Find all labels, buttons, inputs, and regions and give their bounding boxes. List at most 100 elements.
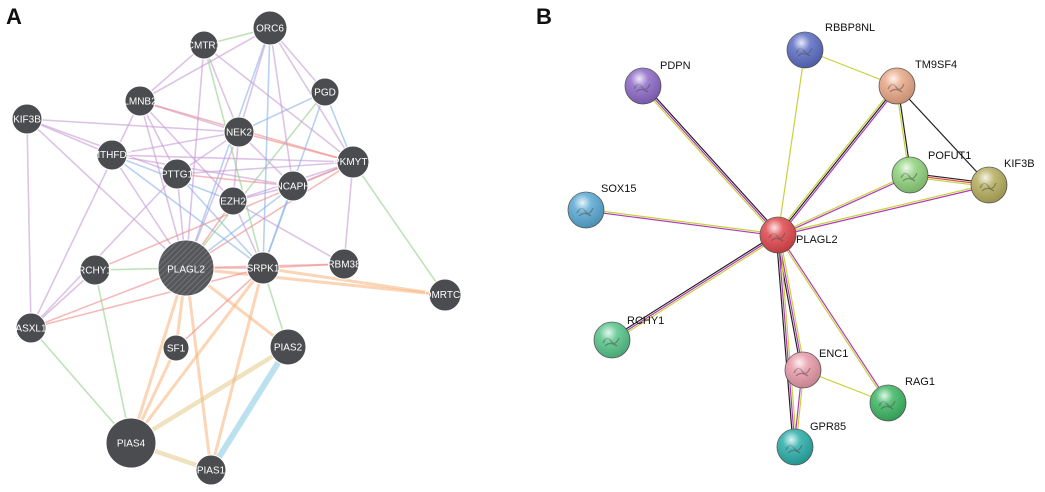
protein-node-gpr85[interactable]: GPR85 <box>776 421 846 466</box>
gene-node-ncaph[interactable]: NCAPH <box>275 170 311 202</box>
gene-node-rbm38[interactable]: RBM38 <box>327 248 361 280</box>
edge-pias1-pias2 <box>208 344 291 473</box>
protein-node-kif3b[interactable]: KIF3B <box>970 158 1035 204</box>
gene-node-label: LMNB2 <box>123 97 157 108</box>
protein-node-pdpn[interactable]: PDPN <box>624 60 691 105</box>
protein-node-gloss <box>777 429 813 465</box>
gene-node-label: EZH2 <box>220 197 246 208</box>
edge-plagl2-pkmyt1 <box>185 161 354 269</box>
edge-plagl2-pias1 <box>184 266 213 472</box>
gene-node-label: PGD <box>314 88 336 99</box>
gene-node-circle <box>246 251 280 285</box>
protein-node-enc1[interactable]: ENC1 <box>784 348 848 389</box>
panel-a-letter: A <box>6 4 22 29</box>
gene-node-asxl1[interactable]: ASXL1 <box>15 312 47 344</box>
protein-node-tm9sf4[interactable]: TM9SF4 <box>878 59 957 105</box>
gene-node-pias4[interactable]: PIAS4 <box>105 417 157 469</box>
gene-node-label: PTTG1 <box>161 170 194 181</box>
protein-node-plagl2[interactable]: PLAGL2 <box>759 216 838 254</box>
gene-node-kif3b[interactable]: KIF3B <box>11 103 43 135</box>
edge-kif3b-nek2 <box>26 118 240 133</box>
edge-pias4-srpk1 <box>129 266 265 445</box>
gene-node-lmnb2[interactable]: LMNB2 <box>123 85 157 117</box>
gene-node-cmtr1[interactable]: CMTR1 <box>187 30 222 60</box>
protein-node-label: PLAGL2 <box>796 234 838 246</box>
edge-nek2-cmtr1 <box>203 44 240 133</box>
gene-node-pkmyt1[interactable]: PKMYT1 <box>333 145 373 179</box>
gene-node-pias2[interactable]: PIAS2 <box>269 328 307 366</box>
protein-node-label: PDPN <box>660 60 691 72</box>
edge-lmnb2-ezh2 <box>139 100 234 202</box>
gene-node-circle <box>277 170 309 202</box>
gene-node-circle <box>428 278 462 312</box>
edge-evidence-line <box>896 85 990 186</box>
protein-node-gloss <box>760 217 796 253</box>
edge-mthfd2-srpk1 <box>111 154 264 269</box>
gene-node-sf1[interactable]: SF1 <box>162 334 190 362</box>
gene-node-circle <box>161 158 193 190</box>
protein-node-gloss <box>785 352 821 388</box>
edge-orc6-lmnb2 <box>139 27 271 102</box>
protein-node-pofut1[interactable]: POFUT1 <box>891 150 971 194</box>
gene-node-nek2[interactable]: NEK2 <box>223 116 255 148</box>
panel-b-letter: B <box>536 4 552 29</box>
edge-cmtr1-srpk1 <box>203 44 264 269</box>
edge-evidence-line <box>776 84 897 235</box>
gene-node-circle <box>223 116 255 148</box>
gene-node-ezh2[interactable]: EZH2 <box>218 186 248 216</box>
edge-evidence-line <box>779 234 806 370</box>
gene-node-rchy1[interactable]: RCHY1 <box>78 254 112 286</box>
protein-node-label: KIF3B <box>1004 158 1035 170</box>
gene-node-pias1[interactable]: PIAS1 <box>195 454 227 486</box>
protein-node-label: SOX15 <box>601 183 636 195</box>
gene-node-dmrtc2[interactable]: DMRTC2 <box>424 278 466 312</box>
gene-node-label: CMTR1 <box>187 41 222 52</box>
edge-mthfd2-pkmyt1 <box>111 154 354 163</box>
gene-node-orc6[interactable]: ORC6 <box>252 10 288 46</box>
edge-mthfd2-ncaph <box>111 154 294 187</box>
gene-node-circle <box>105 417 157 469</box>
protein-node-gloss <box>892 157 928 193</box>
gene-node-pttg1[interactable]: PTTG1 <box>161 158 194 190</box>
gene-node-circle <box>252 10 288 46</box>
gene-node-pgd[interactable]: PGD <box>310 77 340 107</box>
protein-node-rchy1[interactable]: RCHY1 <box>593 315 664 359</box>
protein-node-label: GPR85 <box>810 421 846 433</box>
edge-evidence-line <box>643 84 780 235</box>
edge-orc6-ncaph <box>269 27 294 187</box>
edge-plagl2-rbbp8nl <box>777 49 806 236</box>
gene-node-circle <box>189 30 219 60</box>
gene-node-label: PIAS4 <box>117 439 146 450</box>
edge-plagl2-kif3b <box>777 183 990 237</box>
protein-node-label: RBBP8NL <box>825 22 875 34</box>
protein-node-rbbp8nl[interactable]: RBBP8NL <box>786 22 875 69</box>
edge-evidence-line <box>778 234 890 403</box>
edge-plagl2-tm9sf4 <box>776 84 899 237</box>
protein-node-gloss <box>787 32 823 68</box>
edge-plagl2-gpr85 <box>775 234 798 448</box>
edge-rchy1-pias4 <box>94 269 132 444</box>
edge-evidence-line <box>641 86 778 237</box>
edge-plagl2-pofut1 <box>777 173 911 237</box>
protein-node-rag1[interactable]: RAG1 <box>869 376 935 422</box>
edge-pkmyt1-rbm38 <box>343 161 354 265</box>
protein-node-sox15[interactable]: SOX15 <box>567 183 636 229</box>
edge-asxl1-lmnb2 <box>30 100 141 329</box>
edge-evidence-line <box>777 234 796 448</box>
gene-node-mthfd2[interactable]: MTHFD2 <box>92 139 133 171</box>
gene-node-plagl2[interactable]: PLAGL2 <box>157 239 215 297</box>
edge-rbm38-ezh2 <box>232 200 345 265</box>
edge-evidence-line <box>777 183 989 235</box>
edge-evidence-line <box>586 208 779 235</box>
protein-node-label: ENC1 <box>819 348 848 360</box>
genemania-edges <box>26 27 447 473</box>
gene-node-circle <box>15 312 47 344</box>
gene-node-label: SF1 <box>167 344 186 355</box>
gene-node-srpk1[interactable]: SRPK1 <box>246 251 280 285</box>
gene-node-circle <box>96 139 128 171</box>
gene-node-label: RCHY1 <box>78 266 112 277</box>
edge-plagl2-lmnb2 <box>139 100 187 269</box>
